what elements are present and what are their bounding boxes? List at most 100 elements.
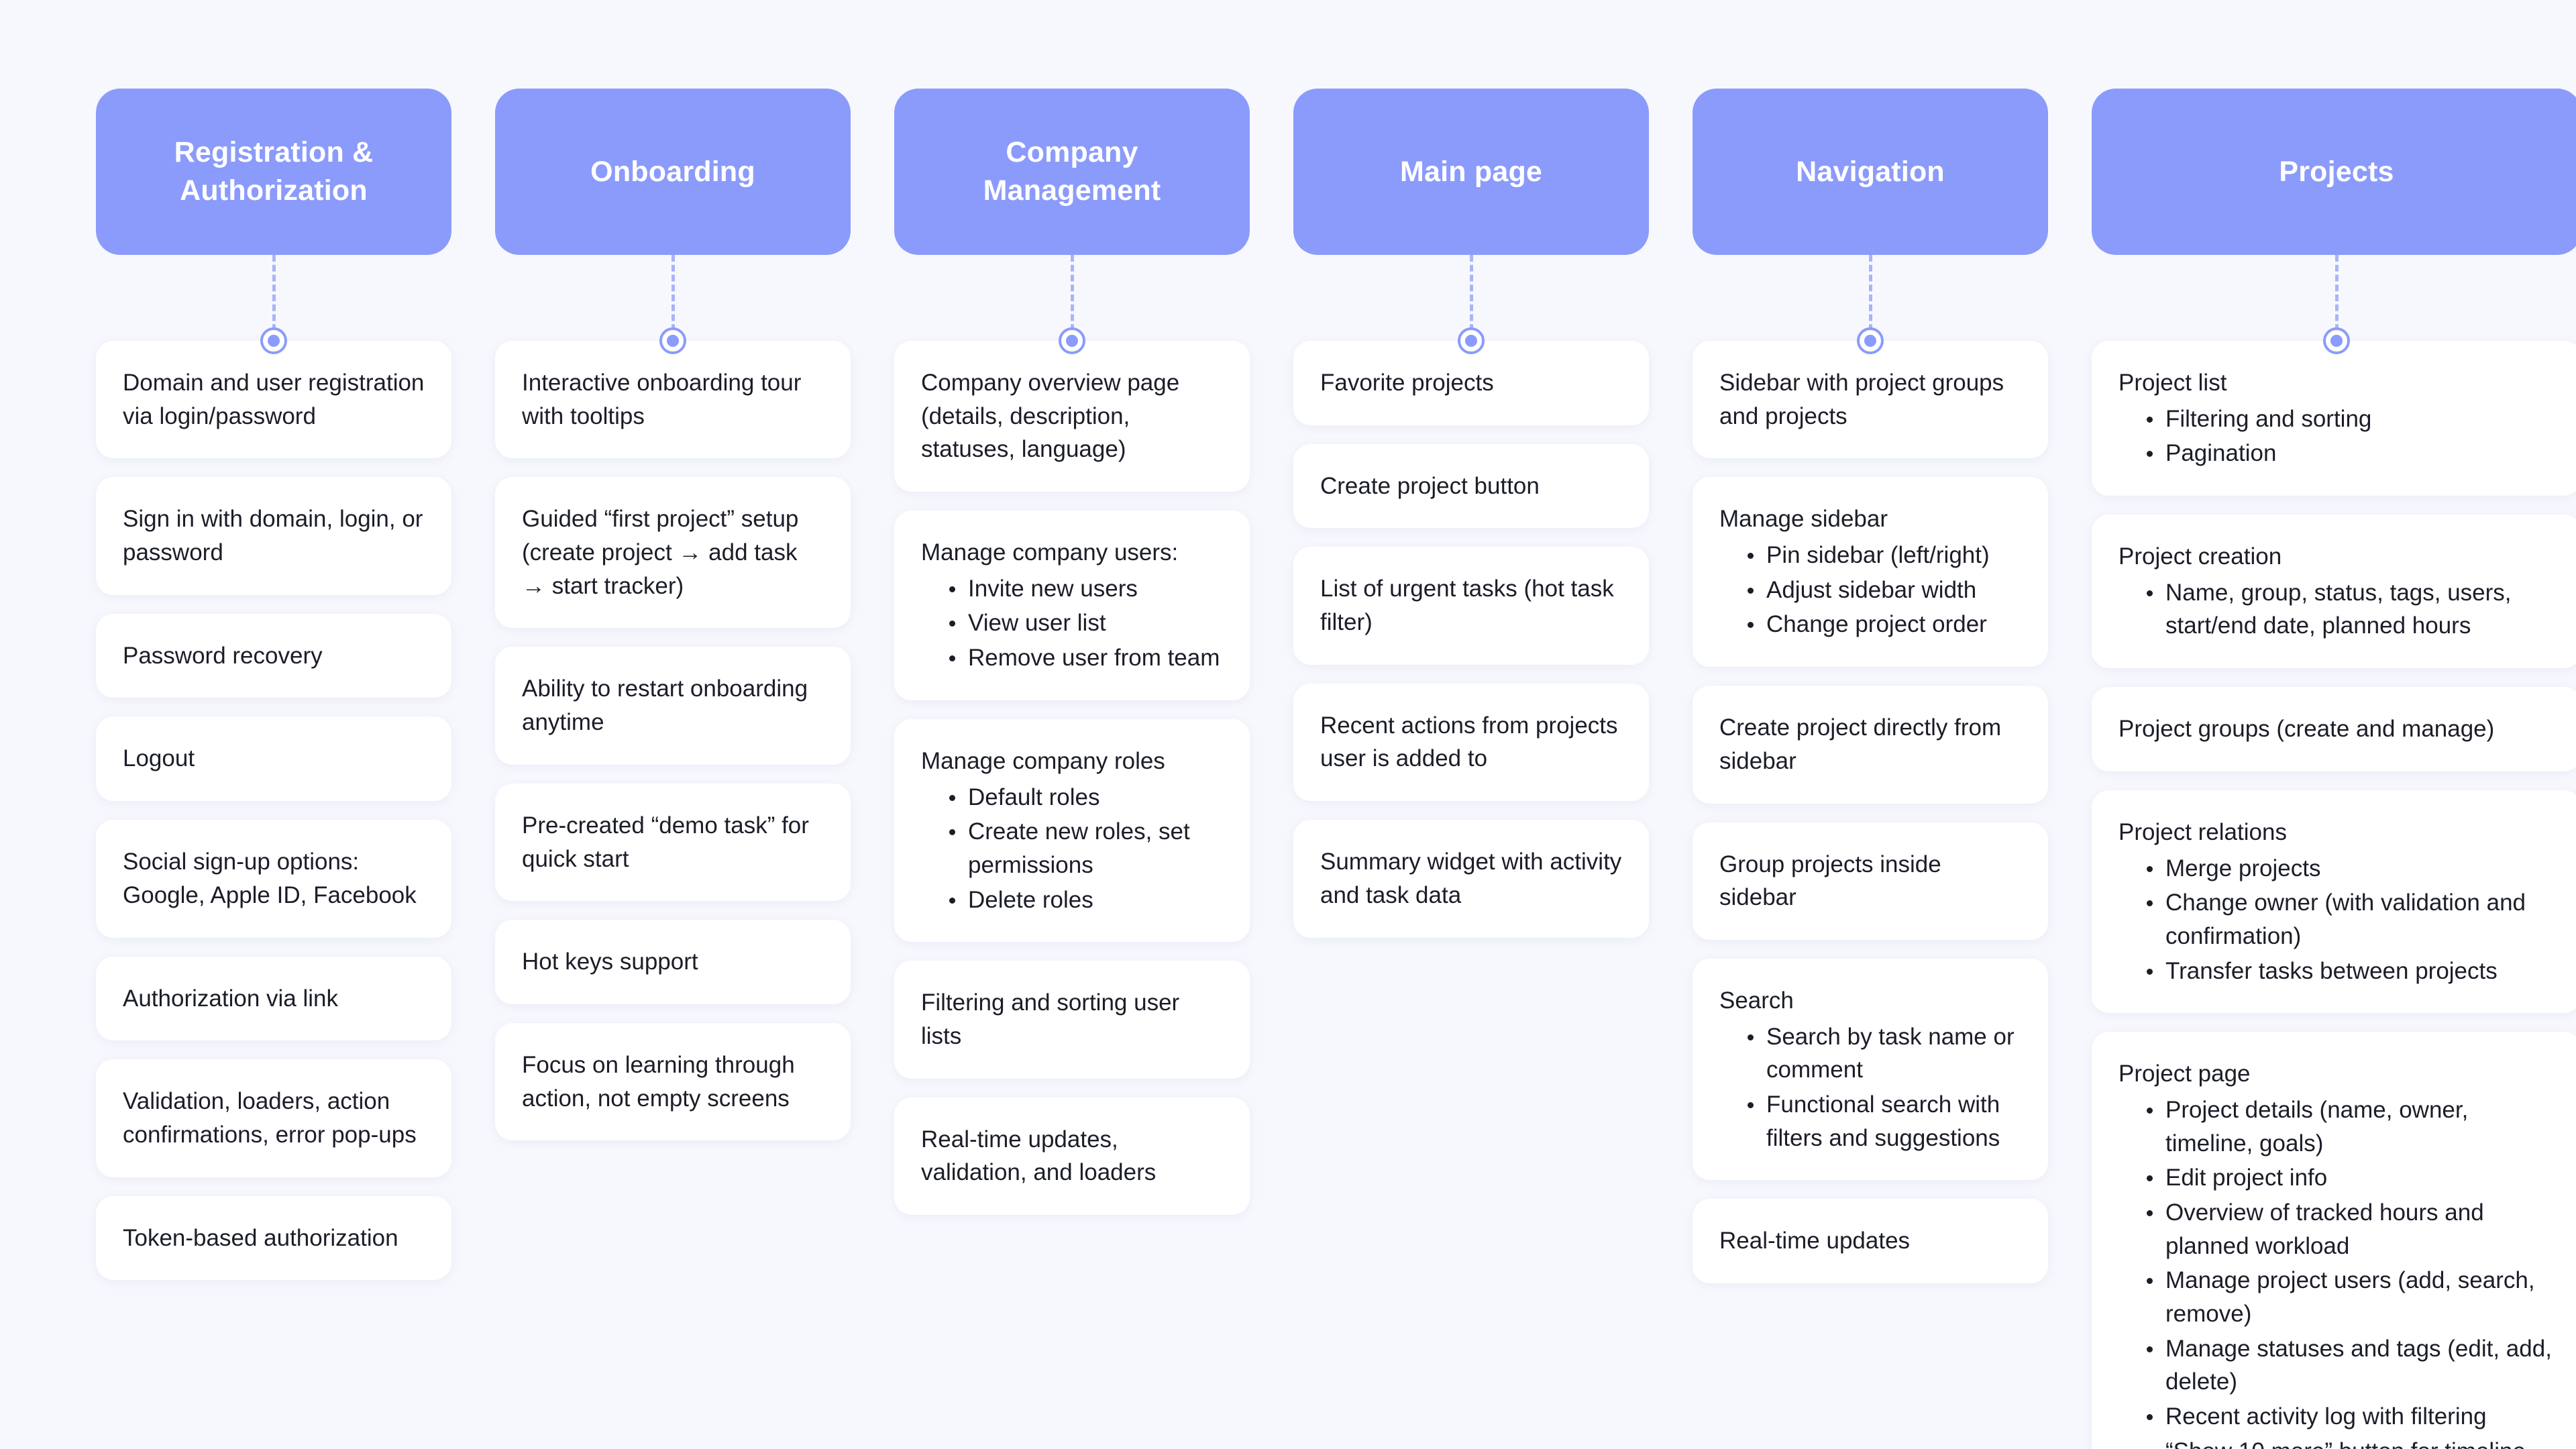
card-list: Domain and user registration via login/p… xyxy=(96,341,451,1281)
feature-card[interactable]: Interactive onboarding tour with tooltip… xyxy=(495,341,851,459)
feature-card-title: Manage company roles xyxy=(921,747,1165,774)
feature-card[interactable]: Create project directly from sidebar xyxy=(1693,686,2048,804)
card-list: Sidebar with project groups and projects… xyxy=(1693,341,2048,1283)
feature-card[interactable]: Pre-created “demo task” for quick start xyxy=(495,783,851,902)
feature-card-title: Social sign-up options: Google, Apple ID… xyxy=(123,849,417,908)
feature-card-title: Project relations xyxy=(2118,818,2287,845)
column-header[interactable]: Projects xyxy=(2092,89,2576,255)
dashed-line-icon xyxy=(1070,255,1074,341)
dashed-line-icon xyxy=(1469,255,1473,341)
feature-card-title: Project groups (create and manage) xyxy=(2118,716,2495,743)
feature-card-bullet: Overview of tracked hours and planned wo… xyxy=(2141,1196,2555,1263)
feature-card[interactable]: Group projects inside sidebar xyxy=(1693,822,2048,940)
feature-card-title: Real-time updates xyxy=(1719,1228,1911,1254)
feature-card[interactable]: Validation, loaders, action confirmation… xyxy=(96,1059,451,1177)
feature-card[interactable]: Password recovery xyxy=(96,613,451,698)
feature-card-title: Summary widget with activity and task da… xyxy=(1320,849,1622,908)
feature-card-bullets: Name, group, status, tags, users, start/… xyxy=(2118,576,2555,643)
feature-card[interactable]: Create project button xyxy=(1293,443,1649,529)
feature-card[interactable]: Real-time updates, validation, and loade… xyxy=(894,1097,1250,1215)
column-header[interactable]: Onboarding xyxy=(495,89,851,255)
feature-card[interactable]: Summary widget with activity and task da… xyxy=(1293,820,1649,938)
connector-node-icon xyxy=(659,327,686,354)
connector-node-dot-icon xyxy=(1465,335,1477,347)
feature-card[interactable]: Ability to restart onboarding anytime xyxy=(495,647,851,765)
feature-card-title: Filtering and sorting user lists xyxy=(921,989,1180,1049)
feature-card-bullet: Merge projects xyxy=(2141,852,2555,885)
feature-card-title: Guided “first project” setup (create pro… xyxy=(522,506,799,599)
feature-card-bullet: Project details (name, owner, timeline, … xyxy=(2141,1093,2555,1160)
feature-card[interactable]: Focus on learning through action, not em… xyxy=(495,1022,851,1141)
feature-card[interactable]: Real-time updates xyxy=(1693,1199,2048,1283)
feature-card[interactable]: Logout xyxy=(96,716,451,802)
feature-card-bullet: Change project order xyxy=(1742,608,2021,641)
feature-card[interactable]: Company overview page (details, descript… xyxy=(894,341,1250,492)
column-header[interactable]: Navigation xyxy=(1693,89,2048,255)
connector-node-dot-icon xyxy=(1864,335,1876,347)
feature-card[interactable]: Recent actions from projects user is add… xyxy=(1293,683,1649,802)
feature-card-bullet: Remove user from team xyxy=(944,641,1223,675)
feature-card[interactable]: Authorization via link xyxy=(96,956,451,1041)
feature-card-bullet: Search by task name or comment xyxy=(1742,1020,2021,1087)
column-connector xyxy=(1293,255,1649,354)
feature-card-bullet: Name, group, status, tags, users, start/… xyxy=(2141,576,2555,643)
feature-card[interactable]: Sign in with domain, login, or password xyxy=(96,477,451,595)
feature-card[interactable]: Token-based authorization xyxy=(96,1195,451,1281)
dashed-line-icon xyxy=(1868,255,1872,341)
feature-card-title: Manage sidebar xyxy=(1719,506,1888,533)
feature-card-title: Company overview page (details, descript… xyxy=(921,370,1180,463)
feature-card-bullet: “Show 10 more” button for timeline expan… xyxy=(2141,1435,2555,1449)
feature-card-title: Validation, loaders, action confirmation… xyxy=(123,1088,417,1148)
feature-card-title: Project list xyxy=(2118,370,2227,396)
feature-card-title: Interactive onboarding tour with tooltip… xyxy=(522,370,802,429)
connector-node-dot-icon xyxy=(1066,335,1078,347)
feature-card-bullet: View user list xyxy=(944,606,1223,640)
feature-card[interactable]: Guided “first project” setup (create pro… xyxy=(495,477,851,629)
feature-card[interactable]: Project groups (create and manage) xyxy=(2092,687,2576,771)
feature-card[interactable]: Domain and user registration via login/p… xyxy=(96,341,451,459)
feature-card[interactable]: Social sign-up options: Google, Apple ID… xyxy=(96,820,451,938)
column-header[interactable]: Main page xyxy=(1293,89,1649,255)
column-header[interactable]: Company Management xyxy=(894,89,1250,255)
feature-card-bullets: Pin sidebar (left/right)Adjust sidebar w… xyxy=(1719,539,2021,641)
connector-node-icon xyxy=(1857,327,1884,354)
column-connector xyxy=(1693,255,2048,354)
feature-card[interactable]: Filtering and sorting user lists xyxy=(894,961,1250,1079)
feature-card-title: Real-time updates, validation, and loade… xyxy=(921,1126,1157,1186)
connector-node-dot-icon xyxy=(667,335,679,347)
card-list: Interactive onboarding tour with tooltip… xyxy=(495,341,851,1141)
feature-card-title: Sidebar with project groups and projects xyxy=(1719,370,2004,429)
connector-node-icon xyxy=(2323,327,2350,354)
feature-card-title: Search xyxy=(1719,987,1794,1014)
feature-card[interactable]: Sidebar with project groups and projects xyxy=(1693,341,2048,459)
column-header[interactable]: Registration & Authorization xyxy=(96,89,451,255)
feature-card-title: Create project directly from sidebar xyxy=(1719,714,2002,774)
feature-card[interactable]: Favorite projects xyxy=(1293,341,1649,425)
feature-card[interactable]: List of urgent tasks (hot task filter) xyxy=(1293,547,1649,665)
card-list: Company overview page (details, descript… xyxy=(894,341,1250,1215)
connector-node-icon xyxy=(1458,327,1485,354)
feature-card-bullet: Edit project info xyxy=(2141,1161,2555,1195)
feature-card-title: Domain and user registration via login/p… xyxy=(123,370,425,429)
feature-card-title: Sign in with domain, login, or password xyxy=(123,506,423,566)
feature-card-bullet: Manage statuses and tags (edit, add, del… xyxy=(2141,1332,2555,1399)
column-connector xyxy=(2092,255,2576,354)
feature-card[interactable]: Hot keys support xyxy=(495,920,851,1004)
feature-card-bullet: Recent activity log with filtering xyxy=(2141,1400,2555,1434)
feature-card-title: Password recovery xyxy=(123,642,323,669)
